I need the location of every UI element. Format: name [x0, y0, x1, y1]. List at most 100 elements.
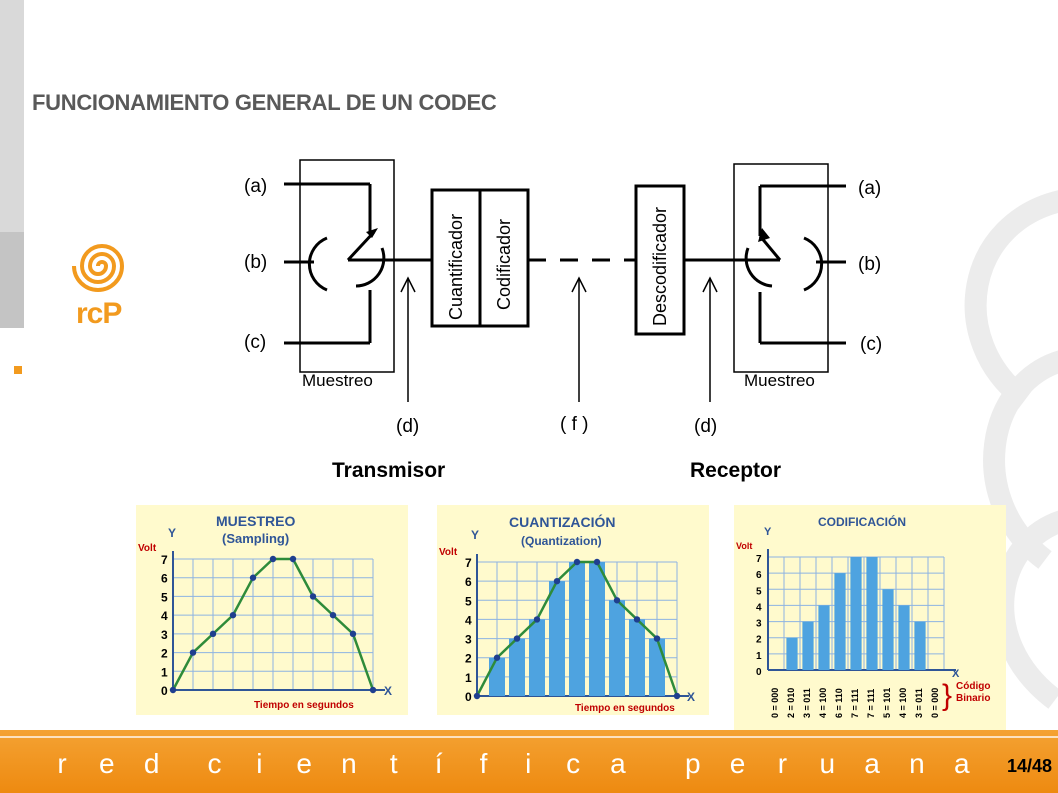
page-number: 14/48 — [1006, 756, 1052, 776]
sampler-box-right — [733, 163, 829, 373]
data-point — [493, 654, 501, 661]
rcp-spiral-logo-icon — [72, 244, 125, 292]
y-tick-label: 4 — [161, 609, 168, 623]
muestreo-x-axis: X — [384, 684, 392, 698]
data-point — [593, 558, 601, 566]
x-tick-label: 7 = 111 — [866, 689, 876, 718]
data-point — [369, 686, 377, 694]
data-point — [269, 555, 277, 563]
footer-letter: i — [525, 748, 532, 779]
bar — [509, 638, 525, 696]
point-d-left: (d) — [396, 416, 419, 437]
codificacion-title: CODIFICACIÓN — [818, 514, 906, 529]
muestreo-ylabel: Volt — [138, 543, 157, 554]
y-tick-label: 2 — [465, 652, 472, 666]
data-point — [349, 630, 357, 638]
bar — [898, 605, 910, 670]
left-accent-bar-dark — [0, 232, 24, 328]
input-a-right: (a) — [858, 178, 881, 199]
footer-letter: a — [610, 748, 626, 779]
rcp-logo-text: rcP — [76, 297, 122, 330]
x-tick-label: 4 = 100 — [818, 688, 828, 718]
bar — [529, 619, 545, 696]
codificacion-x-axis: X — [952, 668, 960, 680]
codificacion-y-axis: Y — [764, 526, 772, 538]
footer-letter: e — [99, 748, 115, 779]
footer-letter: c — [566, 748, 581, 779]
codificacion-legend-line2: Binario — [956, 693, 990, 704]
bar — [914, 621, 926, 670]
muestreo-title: MUESTREO — [216, 513, 295, 529]
bullet-square — [14, 366, 22, 374]
data-point — [229, 611, 237, 619]
y-tick-label: 5 — [161, 590, 168, 604]
input-a-left: (a) — [244, 176, 267, 197]
y-tick-label: 4 — [465, 613, 472, 627]
bar — [802, 621, 814, 670]
y-tick-label: 0 — [756, 667, 762, 678]
input-b-right: (b) — [858, 254, 881, 275]
muestreo-chart: MUESTREO (Sampling) Y Volt X Tiempo en s… — [136, 505, 408, 715]
footer-letter: r — [57, 748, 67, 779]
bar — [549, 581, 565, 696]
bar — [882, 589, 894, 670]
point-f: ( f ) — [560, 414, 589, 435]
y-tick-label: 6 — [465, 575, 472, 589]
data-point — [329, 611, 337, 619]
bar — [818, 605, 830, 670]
footer-letter: e — [296, 748, 312, 779]
data-point — [633, 616, 641, 623]
y-tick-label: 1 — [161, 665, 168, 679]
point-d-right: (d) — [694, 416, 717, 437]
y-tick-label: 0 — [161, 684, 168, 698]
footer-bar — [0, 730, 1058, 793]
y-tick-label: 0 — [465, 690, 472, 704]
y-tick-label: 6 — [756, 570, 762, 581]
x-tick-label: 4 = 100 — [898, 688, 908, 718]
y-tick-label: 3 — [465, 633, 472, 647]
cuantizacion-subtitle: (Quantization) — [521, 534, 602, 548]
y-tick-label: 2 — [161, 647, 168, 661]
cuantizacion-chart: CUANTIZACIÓN (Quantization) Y Volt X Tie… — [437, 505, 709, 715]
footer-letter: t — [389, 748, 398, 779]
receiver-label: Receptor — [690, 459, 781, 482]
codificacion-ylabel: Volt — [736, 541, 752, 551]
input-b-left: (b) — [244, 252, 267, 273]
muestreo-label-left: Muestreo — [302, 371, 373, 390]
data-point — [473, 692, 481, 700]
data-point — [533, 616, 541, 623]
muestreo-label-right: Muestreo — [744, 371, 815, 390]
page-title: FUNCIONAMIENTO GENERAL DE UN CODEC — [32, 90, 497, 115]
cuantizacion-x-axis: X — [687, 690, 695, 704]
footer-divider — [0, 736, 1058, 738]
bar — [649, 638, 665, 696]
data-point — [209, 630, 217, 638]
footer-letter: n — [341, 748, 357, 779]
bar — [866, 557, 878, 670]
data-point — [653, 635, 661, 642]
footer-letter: f — [479, 748, 488, 779]
data-point — [249, 574, 257, 581]
footer-letter: i — [256, 748, 263, 779]
bar — [850, 557, 862, 670]
data-point — [513, 635, 521, 642]
input-c-right: (c) — [860, 334, 882, 355]
input-c-left: (c) — [244, 332, 266, 353]
x-tick-label: 7 = 111 — [850, 689, 860, 718]
data-point — [289, 555, 297, 563]
footer-letter: í — [434, 748, 443, 779]
codificador-block — [478, 188, 530, 328]
sampler-box-left — [299, 159, 395, 373]
bar — [569, 562, 585, 696]
footer-letter: p — [684, 748, 701, 779]
bar — [786, 637, 798, 670]
x-tick-label: 5 = 101 — [882, 688, 892, 718]
y-tick-label: 1 — [465, 671, 472, 685]
x-tick-label: 6 = 110 — [834, 688, 844, 718]
codificacion-chart: CODIFICACIÓN Y Volt X } Código Binario 0… — [734, 505, 1006, 730]
y-tick-label: 2 — [756, 635, 762, 646]
bar — [609, 600, 625, 696]
muestreo-y-axis: Y — [168, 526, 176, 540]
cuantizacion-y-axis: Y — [471, 528, 479, 542]
